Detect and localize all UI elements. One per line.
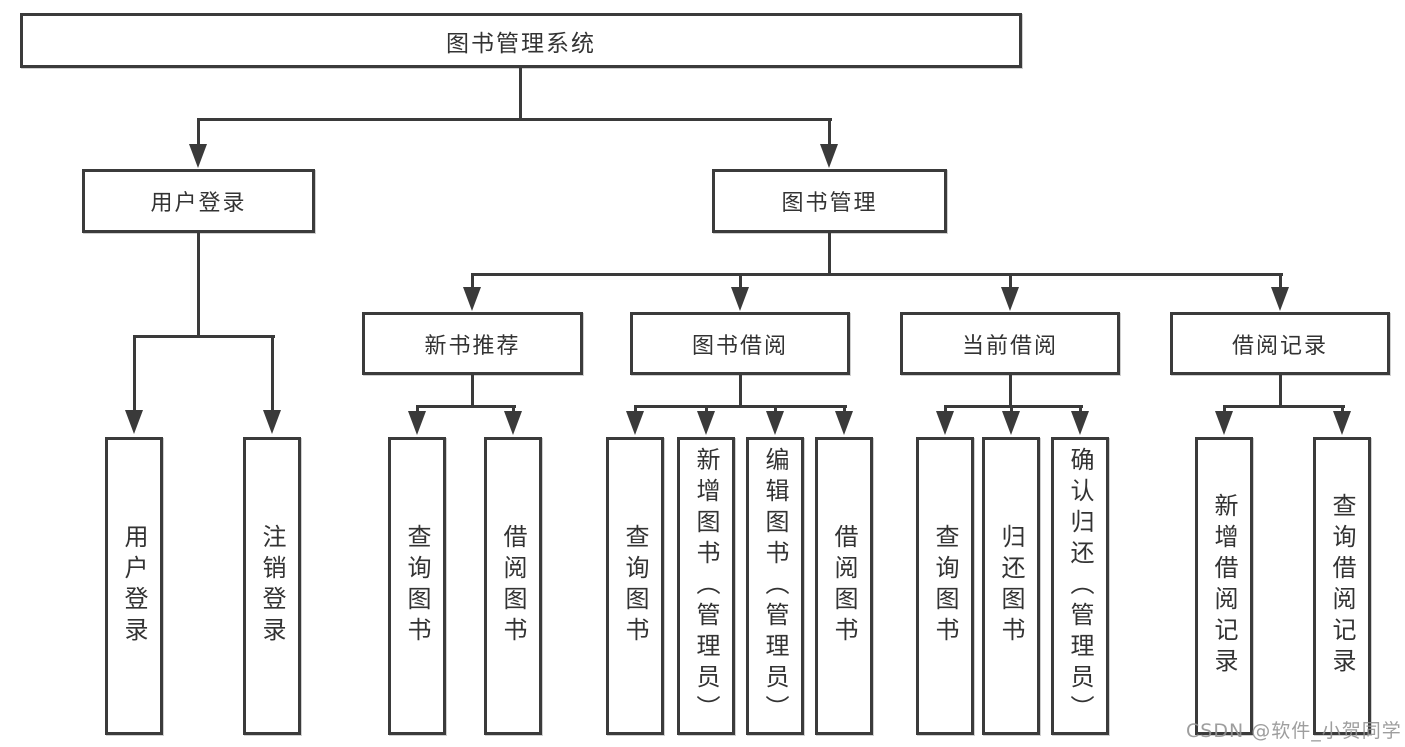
connector-line — [197, 118, 200, 146]
leaf-borrow-book-newbook: 借阅图书 — [484, 437, 542, 735]
arrowhead-down-icon — [1271, 287, 1289, 311]
connector-line — [739, 273, 742, 289]
node-label: 图书借阅 — [691, 333, 788, 359]
connector-line — [739, 375, 742, 405]
connector-line — [843, 405, 846, 413]
csdn-watermark: CSDN @软件_小贺同学 — [1186, 720, 1402, 742]
leaf-edit-book-admin: 编辑图书（管理员） — [746, 437, 804, 735]
arrowhead-down-icon — [936, 411, 954, 435]
connector-line — [417, 405, 516, 408]
connector-line — [133, 335, 136, 412]
leaf-add-book-admin: 新增图书（管理员） — [677, 437, 735, 735]
node-label: 新增借阅记录 — [1210, 493, 1238, 679]
leaf-borrow-book: 借阅图书 — [815, 437, 873, 735]
leaf-return-book: 归还图书 — [982, 437, 1040, 735]
arrowhead-down-icon — [835, 411, 853, 435]
node-label: 图书管理 — [781, 191, 878, 216]
connector-line — [774, 405, 777, 413]
connector-line — [705, 405, 708, 413]
connector-line — [1223, 405, 1226, 413]
node-label: 注销登录 — [258, 524, 286, 648]
connector-line — [634, 405, 637, 413]
arrowhead-down-icon — [504, 411, 522, 435]
leaf-user-login: 用户登录 — [105, 437, 163, 735]
node-label: 查询图书 — [621, 524, 649, 648]
node-label: 当前借阅 — [961, 333, 1058, 359]
arrowhead-down-icon — [697, 411, 715, 435]
arrowhead-down-icon — [731, 287, 749, 311]
connector-line — [1010, 405, 1013, 413]
node-label: 借阅图书 — [499, 524, 527, 648]
connector-line — [945, 405, 1083, 408]
node-label: 借阅记录 — [1231, 333, 1328, 359]
leaf-query-book-borrow: 查询图书 — [606, 437, 664, 735]
arrowhead-down-icon — [626, 411, 644, 435]
leaf-confirm-return-admin: 确认归还（管理员） — [1051, 437, 1109, 735]
connector-line — [1224, 405, 1345, 408]
connector-line — [471, 375, 474, 405]
arrowhead-down-icon — [1002, 411, 1020, 435]
arrowhead-down-icon — [263, 410, 281, 434]
node-label: 借阅图书 — [830, 524, 858, 648]
arrowhead-down-icon — [1001, 287, 1019, 311]
connector-line — [635, 405, 847, 408]
node-label: 查询图书 — [931, 524, 959, 648]
node-label: 查询图书 — [403, 524, 431, 648]
node-user-login: 用户登录 — [82, 169, 315, 233]
node-book-management: 图书管理 — [712, 169, 947, 233]
arrowhead-down-icon — [1215, 411, 1233, 435]
node-book-borrow: 图书借阅 — [630, 312, 850, 375]
connector-line — [944, 405, 947, 413]
node-label: 新增图书（管理员） — [692, 446, 720, 726]
connector-line — [471, 273, 474, 289]
node-current-borrow: 当前借阅 — [900, 312, 1120, 375]
connector-line — [416, 405, 419, 413]
connector-line — [828, 233, 831, 273]
arrowhead-down-icon — [125, 410, 143, 434]
node-label: 查询借阅记录 — [1328, 493, 1356, 679]
connector-line — [1341, 405, 1344, 413]
connector-line — [197, 233, 200, 335]
connector-line — [1009, 273, 1012, 289]
node-borrow-record: 借阅记录 — [1170, 312, 1390, 375]
connector-line — [198, 118, 832, 121]
leaf-query-borrow-record: 查询借阅记录 — [1313, 437, 1371, 735]
node-label: 确认归还（管理员） — [1066, 446, 1094, 726]
node-label: 归还图书 — [997, 524, 1025, 648]
node-label: 用户登录 — [150, 191, 247, 216]
connector-line — [271, 335, 274, 412]
arrowhead-down-icon — [463, 287, 481, 311]
node-label: 新书推荐 — [424, 333, 521, 359]
arrowhead-down-icon — [1071, 411, 1089, 435]
connector-line — [1079, 405, 1082, 413]
connector-line — [472, 273, 1283, 276]
leaf-query-book-current: 查询图书 — [916, 437, 974, 735]
node-root-system: 图书管理系统 — [20, 13, 1022, 68]
connector-line — [1009, 375, 1012, 405]
node-label: 编辑图书（管理员） — [761, 446, 789, 726]
connector-line — [134, 335, 275, 338]
node-new-book-recommend: 新书推荐 — [362, 312, 583, 375]
arrowhead-down-icon — [1333, 411, 1351, 435]
leaf-logout: 注销登录 — [243, 437, 301, 735]
connector-line — [828, 118, 831, 146]
connector-line — [512, 405, 515, 413]
connector-line — [1279, 273, 1282, 289]
arrowhead-down-icon — [766, 411, 784, 435]
arrowhead-down-icon — [189, 144, 207, 168]
node-label: 图书管理系统 — [446, 30, 596, 57]
connector-line — [519, 68, 522, 118]
leaf-query-book-newbook: 查询图书 — [388, 437, 446, 735]
node-label: 用户登录 — [120, 524, 148, 648]
leaf-add-borrow-record: 新增借阅记录 — [1195, 437, 1253, 735]
arrowhead-down-icon — [408, 411, 426, 435]
connector-line — [1279, 375, 1282, 405]
arrowhead-down-icon — [820, 144, 838, 168]
